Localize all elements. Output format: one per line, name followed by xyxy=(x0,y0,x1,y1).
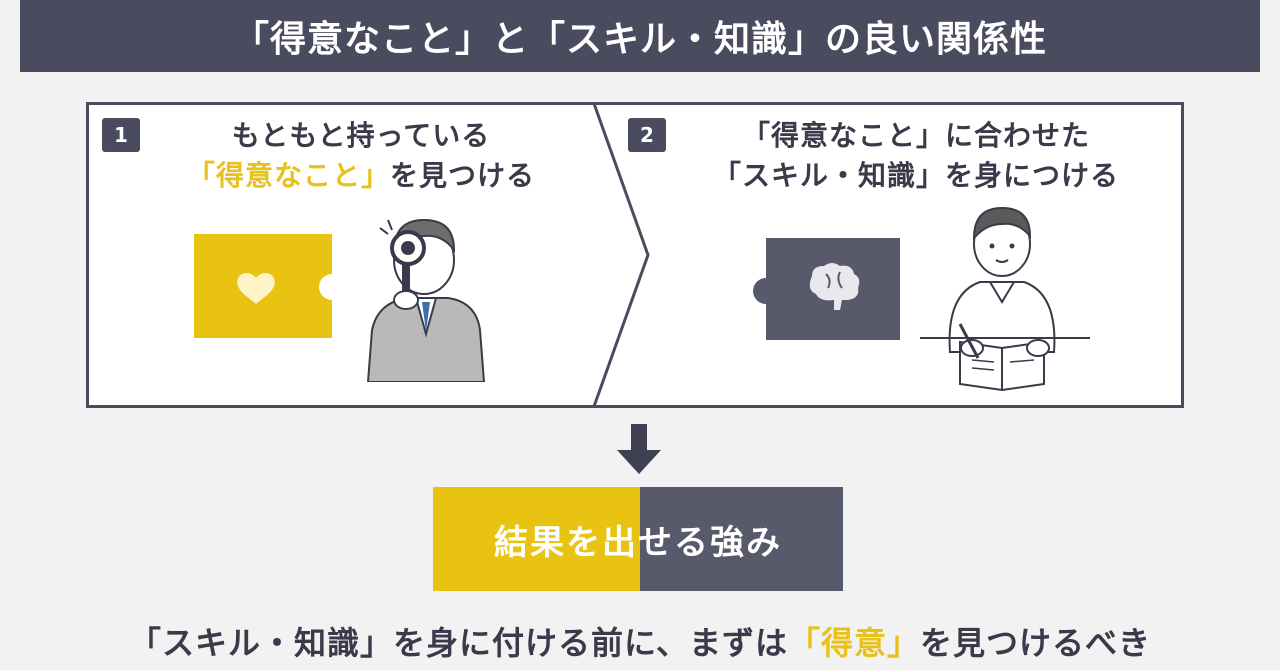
page-title-bar: 「得意なこと」と「スキル・知識」の良い関係性 xyxy=(20,0,1260,72)
down-arrow-icon xyxy=(617,424,661,474)
step-1-highlight: 「得意なこと」 xyxy=(186,159,390,192)
footer-prefix: 「スキル・知識」を身に付ける前に、まずは xyxy=(128,624,788,662)
step-2-line2: 「スキル・知識」を身につける xyxy=(712,159,1119,192)
step-1-number: 1 xyxy=(114,123,128,147)
yellow-puzzle-piece xyxy=(194,234,332,338)
brain-icon xyxy=(809,263,860,310)
step-2-line1: 「得意なこと」に合わせた xyxy=(741,119,1090,152)
steps-panel: 1 もともと持っている 「得意なこと」を見つける 2 「得意なこと」に合わせた xyxy=(86,102,1184,408)
result-label: 結果を出せる強み xyxy=(494,522,782,563)
footer-message: 「スキル・知識」を身に付ける前に、まずは「得意」を見つけるべき xyxy=(0,618,1280,664)
heart-icon xyxy=(237,272,275,304)
page-title: 「得意なこと」と「スキル・知識」の良い関係性 xyxy=(232,19,1047,60)
step-2-text: 「得意なこと」に合わせた 「スキル・知識」を身につける xyxy=(676,116,1156,196)
step-2-number: 2 xyxy=(640,123,654,147)
step-1-line1: もともと持っている xyxy=(231,119,491,152)
result-strength-block: 結果を出せる強み xyxy=(433,487,843,591)
step-1-line2-rest: を見つける xyxy=(390,159,536,192)
step-1-badge: 1 xyxy=(102,118,140,152)
step-2-badge: 2 xyxy=(628,118,666,152)
footer-highlight: 「得意」 xyxy=(788,624,921,662)
step-1-line2: 「得意なこと」を見つける xyxy=(146,156,576,196)
studying-man-illustration xyxy=(920,206,1090,392)
magnifier-man-illustration xyxy=(366,218,486,382)
footer-suffix: を見つけるべき xyxy=(920,624,1152,662)
step-1-text: もともと持っている 「得意なこと」を見つける xyxy=(146,116,576,196)
gray-puzzle-piece xyxy=(753,238,900,340)
